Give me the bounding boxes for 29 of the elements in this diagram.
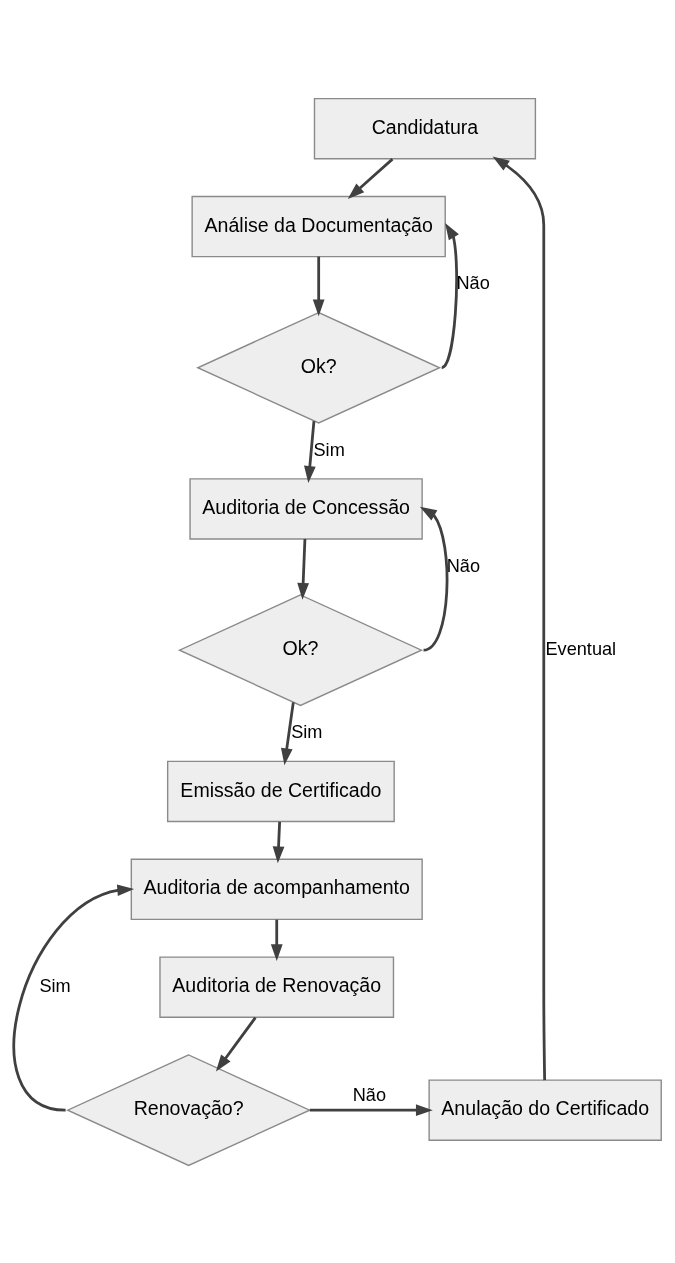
node-diamond: Ok? [196, 311, 442, 424]
edge-label: Não [352, 1084, 387, 1105]
arrow [492, 155, 547, 1080]
arrow [419, 506, 449, 651]
arrow [270, 919, 283, 961]
node-box: Auditoria de Concessão [189, 477, 423, 540]
arrow [312, 256, 325, 316]
node-box: Auditoria de Renovação [159, 955, 395, 1018]
arrow [280, 701, 295, 765]
node-box: Candidatura [313, 97, 537, 159]
arrow [303, 420, 316, 483]
arrow [215, 1016, 257, 1072]
node-box: Anulação do Certificado [428, 1078, 662, 1141]
arrow [297, 538, 310, 600]
arrow [309, 1103, 433, 1116]
edge-label: Não [456, 272, 490, 293]
node-box: Auditoria de acompanhamento [130, 858, 423, 920]
node-diamond: Ok? [177, 593, 424, 706]
node-box: Análise da Documentação [191, 195, 446, 257]
arrow [272, 821, 285, 863]
edge-label: Não [446, 555, 481, 576]
edge-label: Sim [291, 721, 323, 742]
edge-label: Sim [313, 439, 345, 460]
arrow [347, 157, 394, 199]
arrow [440, 222, 459, 369]
edge-label: Sim [39, 975, 71, 996]
arrow [12, 883, 135, 1112]
edge-label: Eventual [545, 638, 617, 659]
node-box: Emissão de Certificado [166, 760, 395, 822]
